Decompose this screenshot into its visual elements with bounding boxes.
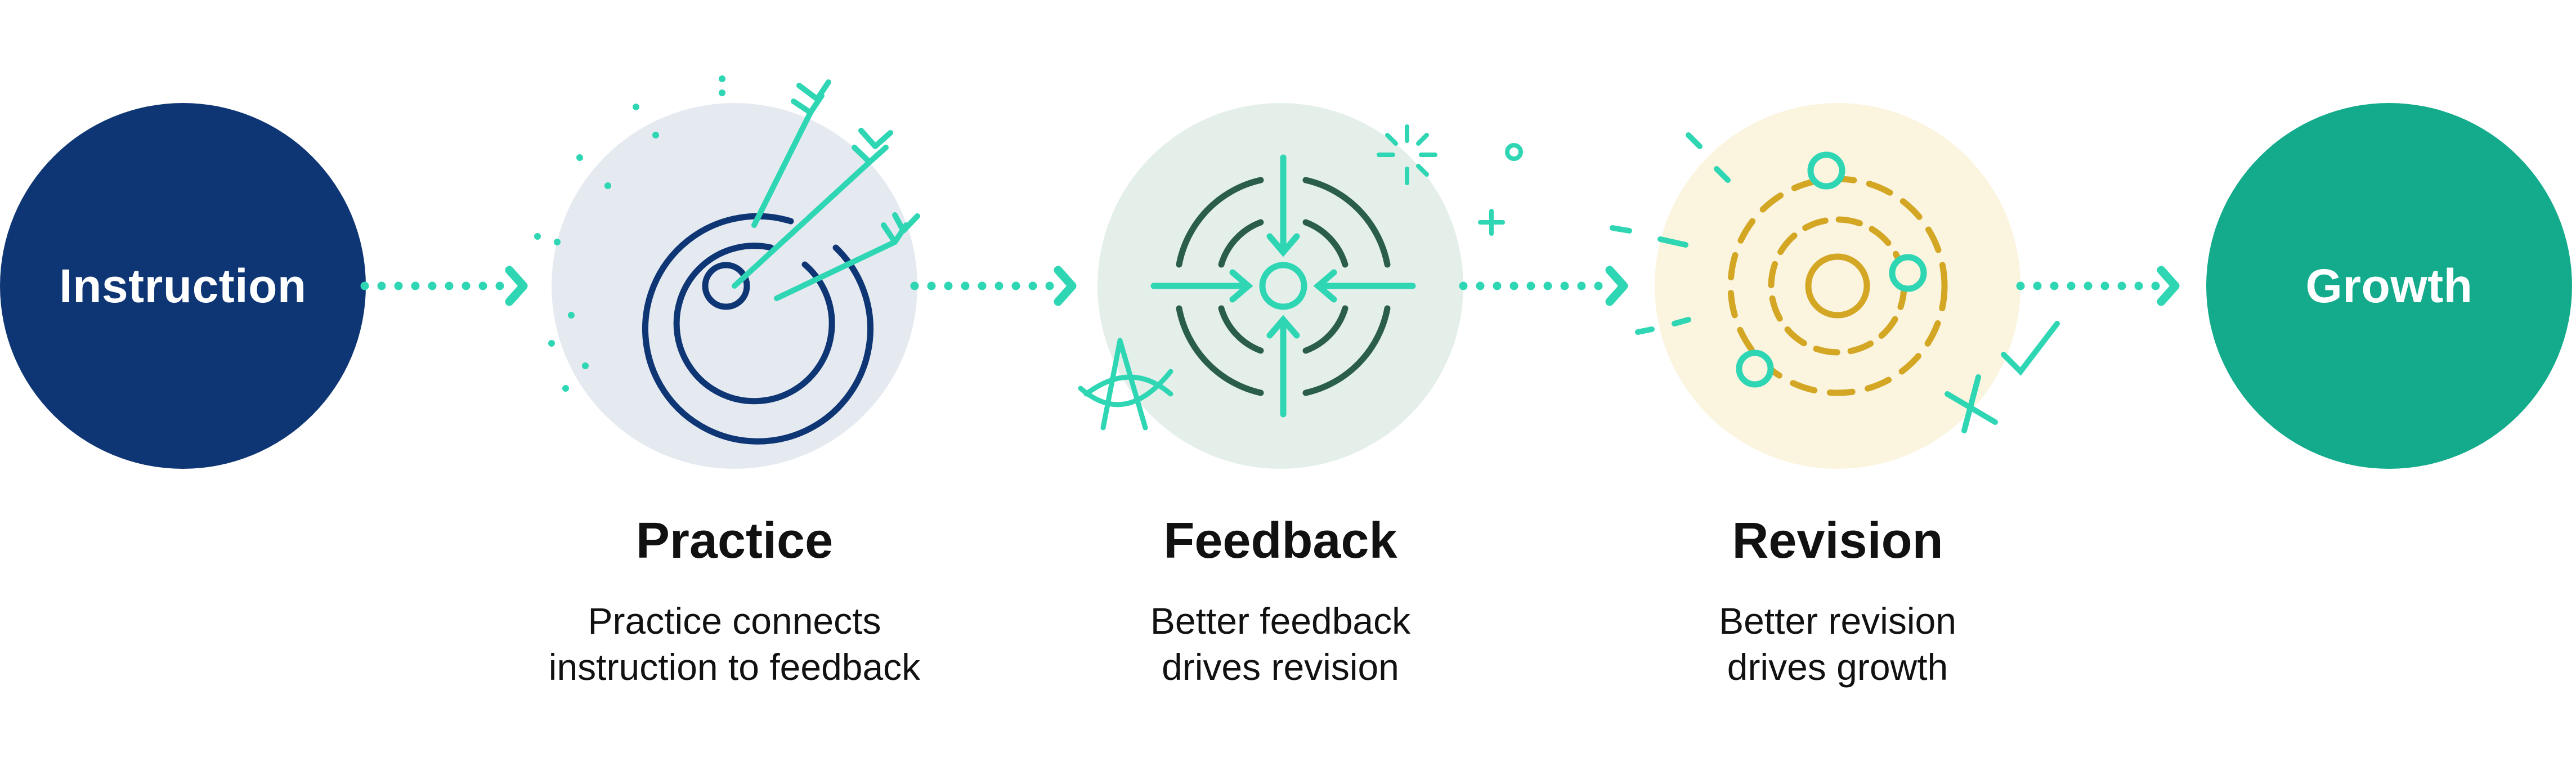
desc-line: Better revision bbox=[1719, 600, 1956, 642]
step-title-feedback: Feedback bbox=[1163, 513, 1397, 569]
instruction-label: Instruction bbox=[59, 259, 307, 312]
step-desc-practice: Practice connects instruction to feedbac… bbox=[453, 598, 1016, 690]
step-title-revision: Revision bbox=[1732, 513, 1943, 569]
desc-line: drives revision bbox=[1162, 646, 1399, 688]
step-title-practice: Practice bbox=[635, 513, 834, 569]
desc-line: drives growth bbox=[1727, 646, 1948, 688]
growth-circle: Growth bbox=[2206, 103, 2572, 469]
step-desc-revision: Better revision drives growth bbox=[1556, 598, 2119, 690]
desc-line: Practice connects bbox=[588, 600, 881, 642]
growth-label: Growth bbox=[2305, 259, 2473, 312]
instruction-circle: Instruction bbox=[0, 103, 366, 469]
step-desc-feedback: Better feedback drives revision bbox=[999, 598, 1562, 690]
desc-line: Better feedback bbox=[1150, 600, 1411, 642]
desc-line: instruction to feedback bbox=[548, 646, 921, 688]
